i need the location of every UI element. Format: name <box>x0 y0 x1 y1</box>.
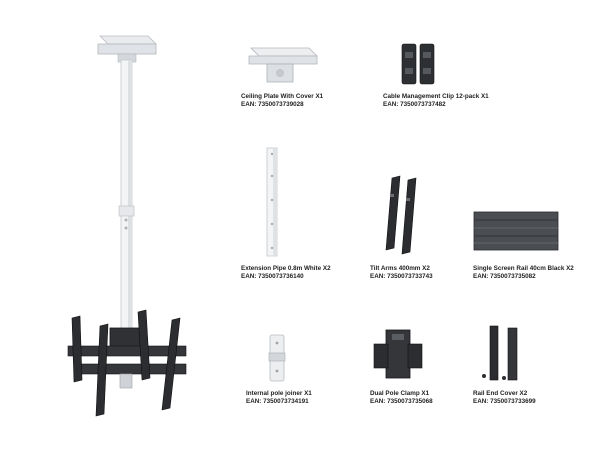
product-ean: EAN: 7350073735082 <box>473 273 536 281</box>
extension-pipe-caption: Extension Pipe 0.8m White X2 EAN: 735007… <box>241 265 331 281</box>
product-name: Dual Pole Clamp X1 <box>370 390 430 397</box>
pole-joiner-image <box>268 334 286 382</box>
product-ean: EAN: 7350073736140 <box>241 273 304 281</box>
pole-clamp-caption: Dual Pole Clamp X1 EAN: 7350073735068 <box>370 390 433 406</box>
product-name: Rail End Cover X2 <box>473 390 528 397</box>
screen-rail-image <box>473 211 559 251</box>
product-name: Single Screen Rail 40cm Black X2 <box>473 265 574 272</box>
product-ean: EAN: 7350073734191 <box>246 398 309 406</box>
cable-clip-caption: Cable Management Clip 12-pack X1 EAN: 73… <box>383 93 489 109</box>
extension-pipe-image <box>266 147 278 257</box>
ceiling-plate-caption: Ceiling Plate With Cover X1 EAN: 7350073… <box>241 93 323 109</box>
screen-rail-caption: Single Screen Rail 40cm Black X2 EAN: 73… <box>473 265 574 281</box>
product-ean: EAN: 7350073733699 <box>473 398 536 406</box>
product-ean: EAN: 7350073739028 <box>241 101 304 109</box>
rail-end-cover-caption: Rail End Cover X2 EAN: 7350073733699 <box>473 390 536 406</box>
rail-end-cover-image <box>482 325 518 381</box>
tilt-arms-image <box>385 175 417 255</box>
product-name: Extension Pipe 0.8m White X2 <box>241 265 331 272</box>
product-name: Tilt Arms 400mm X2 <box>370 265 430 272</box>
assembled-ceiling-mount-image <box>67 35 187 417</box>
cable-clip-image <box>401 43 435 85</box>
product-name: Internal pole joiner X1 <box>246 390 312 397</box>
product-ean: EAN: 7350073737482 <box>383 101 446 109</box>
product-name: Ceiling Plate With Cover X1 <box>241 93 324 100</box>
ceiling-plate-image <box>248 47 318 83</box>
product-name: Cable Management Clip 12-pack X1 <box>383 93 489 100</box>
pole-clamp-image <box>373 329 423 379</box>
tilt-arms-caption: Tilt Arms 400mm X2 EAN: 7350073733743 <box>370 265 433 281</box>
product-ean: EAN: 7350073735068 <box>370 398 433 406</box>
pole-joiner-caption: Internal pole joiner X1 EAN: 73500737341… <box>246 390 312 406</box>
product-ean: EAN: 7350073733743 <box>370 273 433 281</box>
